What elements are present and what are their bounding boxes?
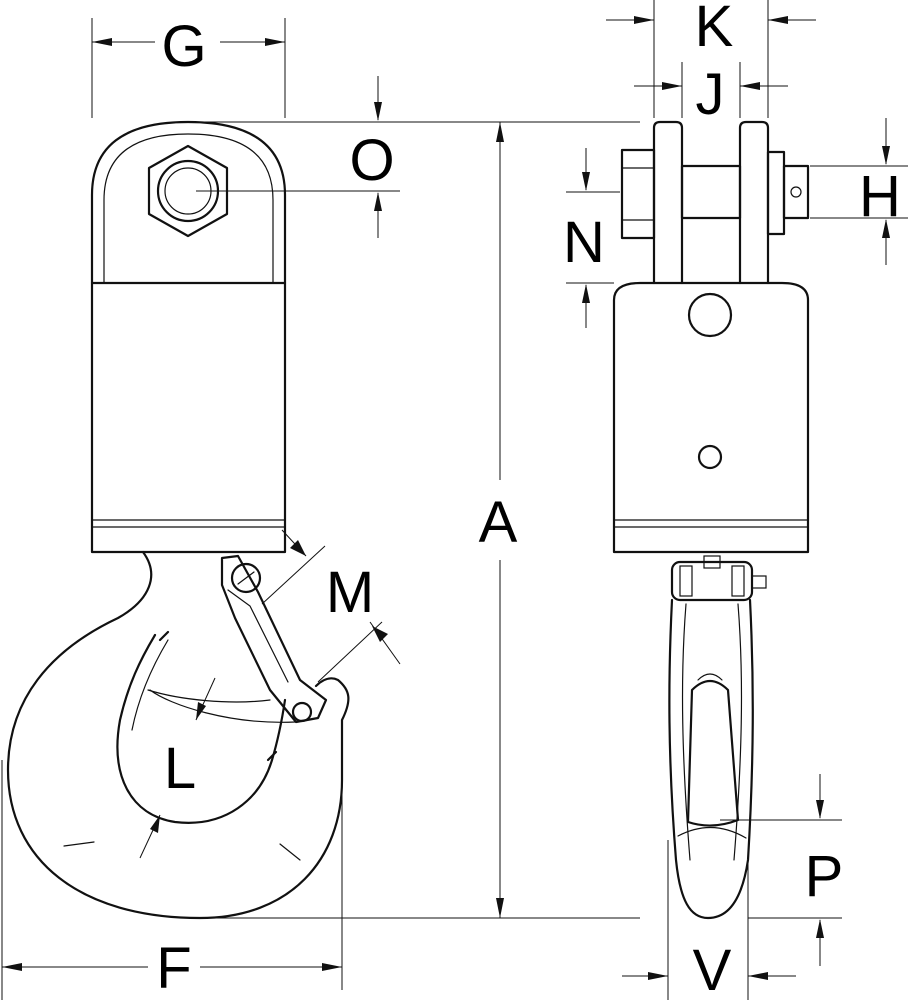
label-h: H (859, 164, 901, 229)
label-a: A (479, 490, 518, 555)
left-block-body (90, 120, 287, 554)
label-p: P (805, 844, 844, 909)
label-n: N (563, 210, 605, 275)
label-j: J (696, 62, 725, 127)
right-block-body (612, 120, 810, 554)
label-k: K (695, 0, 734, 59)
label-l: L (164, 736, 196, 801)
label-o: O (349, 128, 394, 193)
label-m: M (326, 560, 374, 625)
dimension-labels: G O A M L F K J N H P V (156, 0, 901, 1000)
label-g: G (161, 14, 206, 79)
right-hook (668, 555, 767, 920)
label-f: F (156, 936, 191, 1000)
left-hook (6, 550, 350, 920)
label-v: V (693, 938, 732, 1000)
